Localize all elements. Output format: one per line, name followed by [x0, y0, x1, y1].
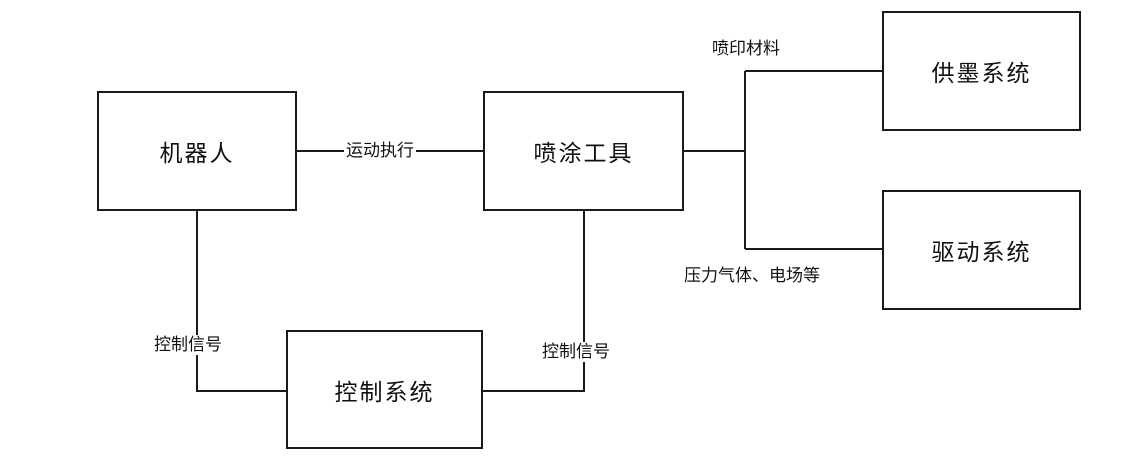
- edge-label-printing-material: 喷印材料: [712, 39, 780, 59]
- node-spray-tool: 喷涂工具: [483, 91, 684, 211]
- edge-label-control-signal-left: 控制信号: [152, 335, 224, 355]
- edge-label-pressure-gas: 压力气体、电场等: [684, 266, 820, 286]
- edge-label-motion-execution: 运动执行: [344, 141, 416, 161]
- node-control-system: 控制系统: [286, 330, 483, 449]
- connector-robot-control: [196, 211, 286, 392]
- node-ink-supply: 供墨系统: [882, 11, 1081, 131]
- connector-spray-control: [483, 211, 585, 392]
- node-drive-system: 驱动系统: [882, 190, 1081, 310]
- edge-label-control-signal-right: 控制信号: [540, 342, 612, 362]
- node-robot: 机器人: [97, 91, 297, 211]
